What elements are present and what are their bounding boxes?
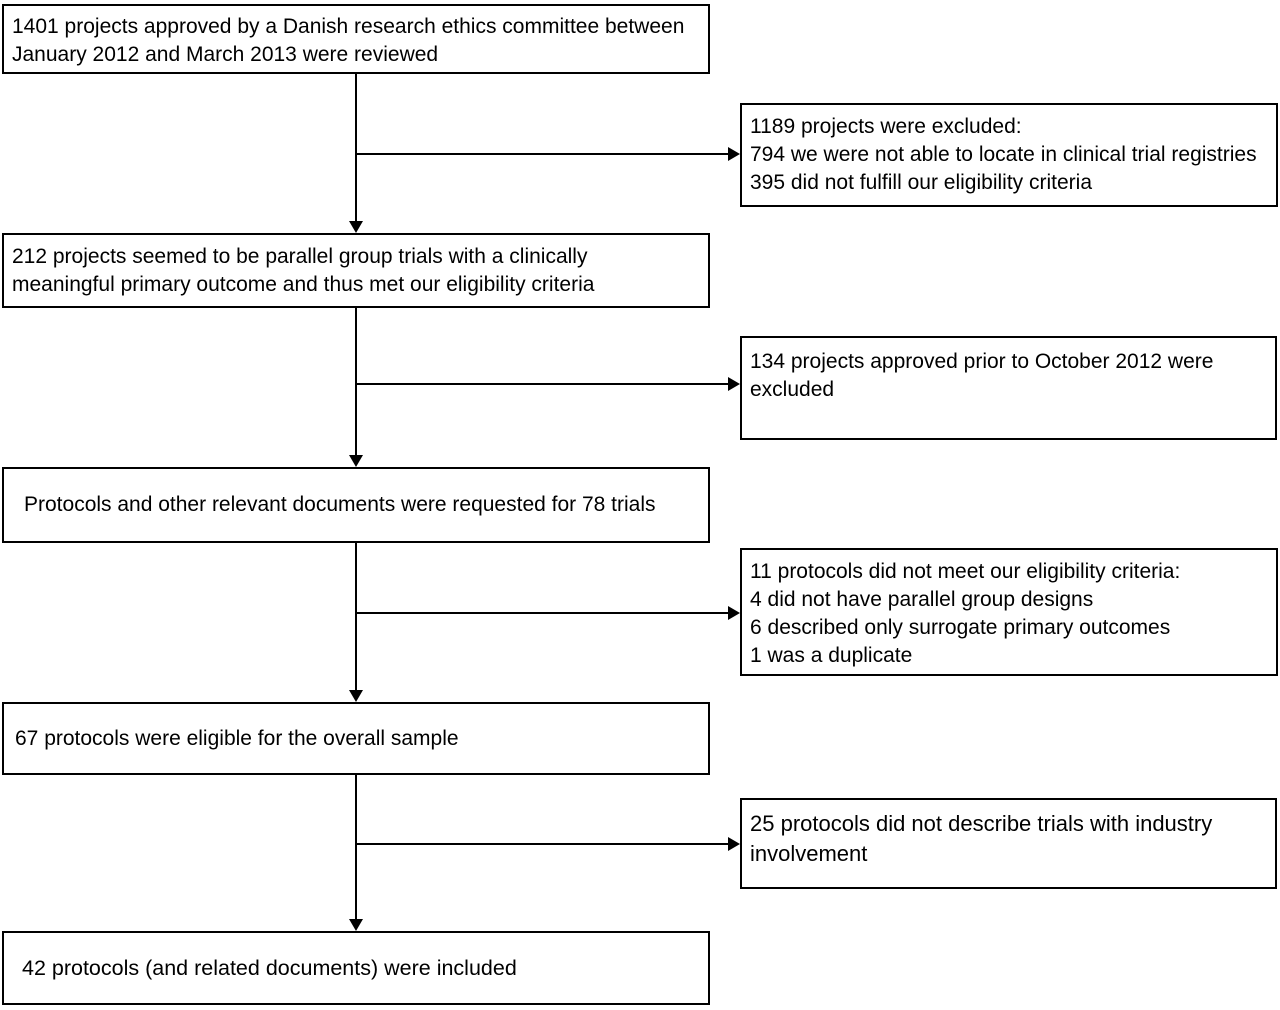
arrowhead-right-3 xyxy=(728,606,740,620)
exclusion-box-134: 134 projects approved prior to October 2… xyxy=(740,336,1277,440)
flow-box-78-requested: Protocols and other relevant documents w… xyxy=(2,467,710,543)
arrowhead-down-3 xyxy=(349,690,363,702)
connector-vertical-3 xyxy=(355,543,357,690)
exclusion-box-1189: 1189 projects were excluded: 794 we were… xyxy=(740,103,1278,207)
connector-vertical-2 xyxy=(355,308,357,455)
connector-horizontal-1 xyxy=(356,153,728,155)
arrowhead-right-1 xyxy=(728,147,740,161)
connector-horizontal-2 xyxy=(356,383,728,385)
arrowhead-right-2 xyxy=(728,377,740,391)
exclusion-box-25: 25 protocols did not describe trials wit… xyxy=(740,798,1277,889)
connector-horizontal-3 xyxy=(356,612,728,614)
arrowhead-down-2 xyxy=(349,455,363,467)
flow-box-42-included: 42 protocols (and related documents) wer… xyxy=(2,931,710,1005)
flow-box-1401-reviewed: 1401 projects approved by a Danish resea… xyxy=(2,4,710,74)
flow-box-212-eligible: 212 projects seemed to be parallel group… xyxy=(2,233,710,308)
arrowhead-down-4 xyxy=(349,919,363,931)
exclusion-box-11: 11 protocols did not meet our eligibilit… xyxy=(740,548,1278,676)
flow-box-67-eligible: 67 protocols were eligible for the overa… xyxy=(2,702,710,775)
connector-vertical-4 xyxy=(355,775,357,919)
connector-horizontal-4 xyxy=(356,843,728,845)
arrowhead-right-4 xyxy=(728,837,740,851)
arrowhead-down-1 xyxy=(349,221,363,233)
connector-vertical-1 xyxy=(355,74,357,221)
